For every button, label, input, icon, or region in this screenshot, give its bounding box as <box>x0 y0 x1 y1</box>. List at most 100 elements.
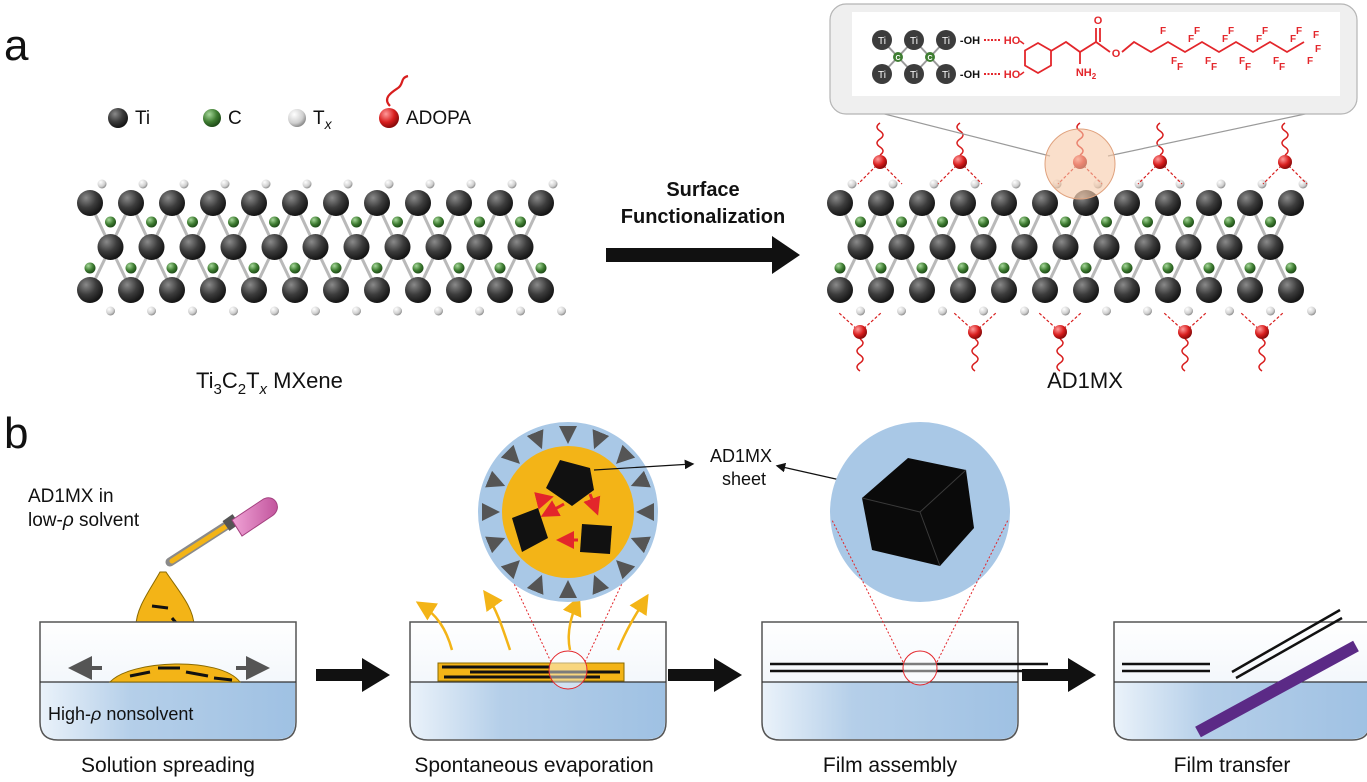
ti-atom <box>1196 277 1222 303</box>
dropper-label-line2: low-ρ solvent <box>28 510 140 531</box>
c-symbol: C <box>895 55 900 62</box>
c-atom <box>1203 262 1215 274</box>
ti-atom <box>446 277 472 303</box>
compression-arrow <box>500 444 520 464</box>
c-atom <box>453 262 465 274</box>
tx-atom <box>261 179 271 189</box>
ti-atom <box>77 277 103 303</box>
tx-atom <box>1102 306 1111 316</box>
sheet-piece-2 <box>512 508 548 552</box>
ti-atom <box>364 277 390 303</box>
ti-atom <box>1011 234 1038 260</box>
tx-atom <box>888 179 898 189</box>
ti-atom <box>220 234 247 260</box>
tx-atom <box>1020 306 1029 316</box>
ti-atom <box>991 190 1017 216</box>
fluorine: F <box>1307 56 1313 67</box>
fluorine: F <box>1205 56 1211 67</box>
ti-atom <box>1134 234 1161 260</box>
c-atom <box>105 216 116 228</box>
c-atom <box>248 262 260 274</box>
c-atom <box>957 262 969 274</box>
nonsolvent-liquid <box>763 682 1017 739</box>
tx-atom <box>434 306 443 316</box>
fluorine: F <box>1315 44 1321 55</box>
ti-atom <box>159 190 185 216</box>
ti-atom <box>1032 190 1058 216</box>
tx-atom <box>220 179 230 189</box>
tx-atom <box>188 306 197 316</box>
c-atom <box>998 262 1010 274</box>
tx-atom <box>929 179 939 189</box>
c-atom <box>1080 262 1092 274</box>
tx-atom <box>938 306 947 316</box>
c-atom <box>474 216 485 228</box>
c-atom <box>875 262 887 274</box>
tx-atom <box>856 306 865 316</box>
ti-atom <box>950 190 976 216</box>
compression-arrow <box>485 470 506 488</box>
ti-atom <box>909 190 935 216</box>
fluorine: F <box>1222 34 1228 45</box>
adopa-molecule <box>853 325 867 339</box>
tx-atom <box>1061 306 1070 316</box>
c-atom <box>187 216 198 228</box>
compression-arrow <box>526 429 544 450</box>
ti-atom <box>405 190 431 216</box>
arrow-label-line2: Functionalization <box>621 206 785 228</box>
c-atom <box>1019 216 1030 228</box>
c-atom <box>412 262 424 274</box>
fluorine: F <box>1188 34 1194 45</box>
sheet-piece-1 <box>546 460 594 506</box>
ti-atom <box>1114 190 1140 216</box>
tx-atom <box>466 179 476 189</box>
adopa-molecule <box>1053 325 1067 339</box>
c-atom <box>166 262 178 274</box>
c-atom <box>1183 216 1194 228</box>
ti-atom <box>872 64 892 84</box>
tx-atom <box>1225 306 1234 316</box>
ti-atom <box>118 190 144 216</box>
legend-adopa-tail-icon <box>385 74 409 107</box>
tx-atom <box>302 179 312 189</box>
adopa-molecule <box>873 155 887 169</box>
process-arrows <box>316 658 1096 692</box>
tx-atom <box>979 306 988 316</box>
adopa-molecule <box>968 325 982 339</box>
c-atom <box>893 52 903 62</box>
c-atom <box>330 262 342 274</box>
ti-atom <box>302 234 329 260</box>
ti-atom <box>77 190 103 216</box>
ti-atom <box>1175 234 1202 260</box>
step1-spreading: High-ρ nonsolvent <box>48 656 270 724</box>
fluorine: F <box>1245 62 1251 73</box>
c-atom <box>1162 262 1174 274</box>
c-atom <box>146 216 157 228</box>
dropper-label-line1: AD1MX in <box>28 486 114 507</box>
carbonyl-o: O <box>1094 15 1103 27</box>
ti-atom <box>1278 277 1304 303</box>
legend-tx-label: Tx <box>313 108 333 132</box>
c-atom <box>228 216 239 228</box>
tx-atom <box>147 306 156 316</box>
ti-atom <box>343 234 370 260</box>
ti-atom <box>1196 190 1222 216</box>
step-caption-2: Spontaneous evaporation <box>414 754 653 777</box>
sheet-label-line1: AD1MX <box>710 446 772 466</box>
compression-arrow <box>616 560 636 580</box>
ti-symbol: Ti <box>910 70 918 81</box>
c-atom <box>1285 262 1297 274</box>
ti-atom <box>970 234 997 260</box>
ti-atom <box>118 277 144 303</box>
ti-atom <box>425 234 452 260</box>
legend-adopa-label: ADOPA <box>406 108 471 129</box>
fluorine: F <box>1290 34 1296 45</box>
zoom-circle-assembly <box>830 422 1010 663</box>
ti-atom <box>179 234 206 260</box>
c-atom <box>289 262 301 274</box>
ti-atom <box>466 234 493 260</box>
compression-arrow <box>592 574 610 595</box>
nonsolvent-liquid <box>411 682 665 739</box>
c-atom <box>978 216 989 228</box>
